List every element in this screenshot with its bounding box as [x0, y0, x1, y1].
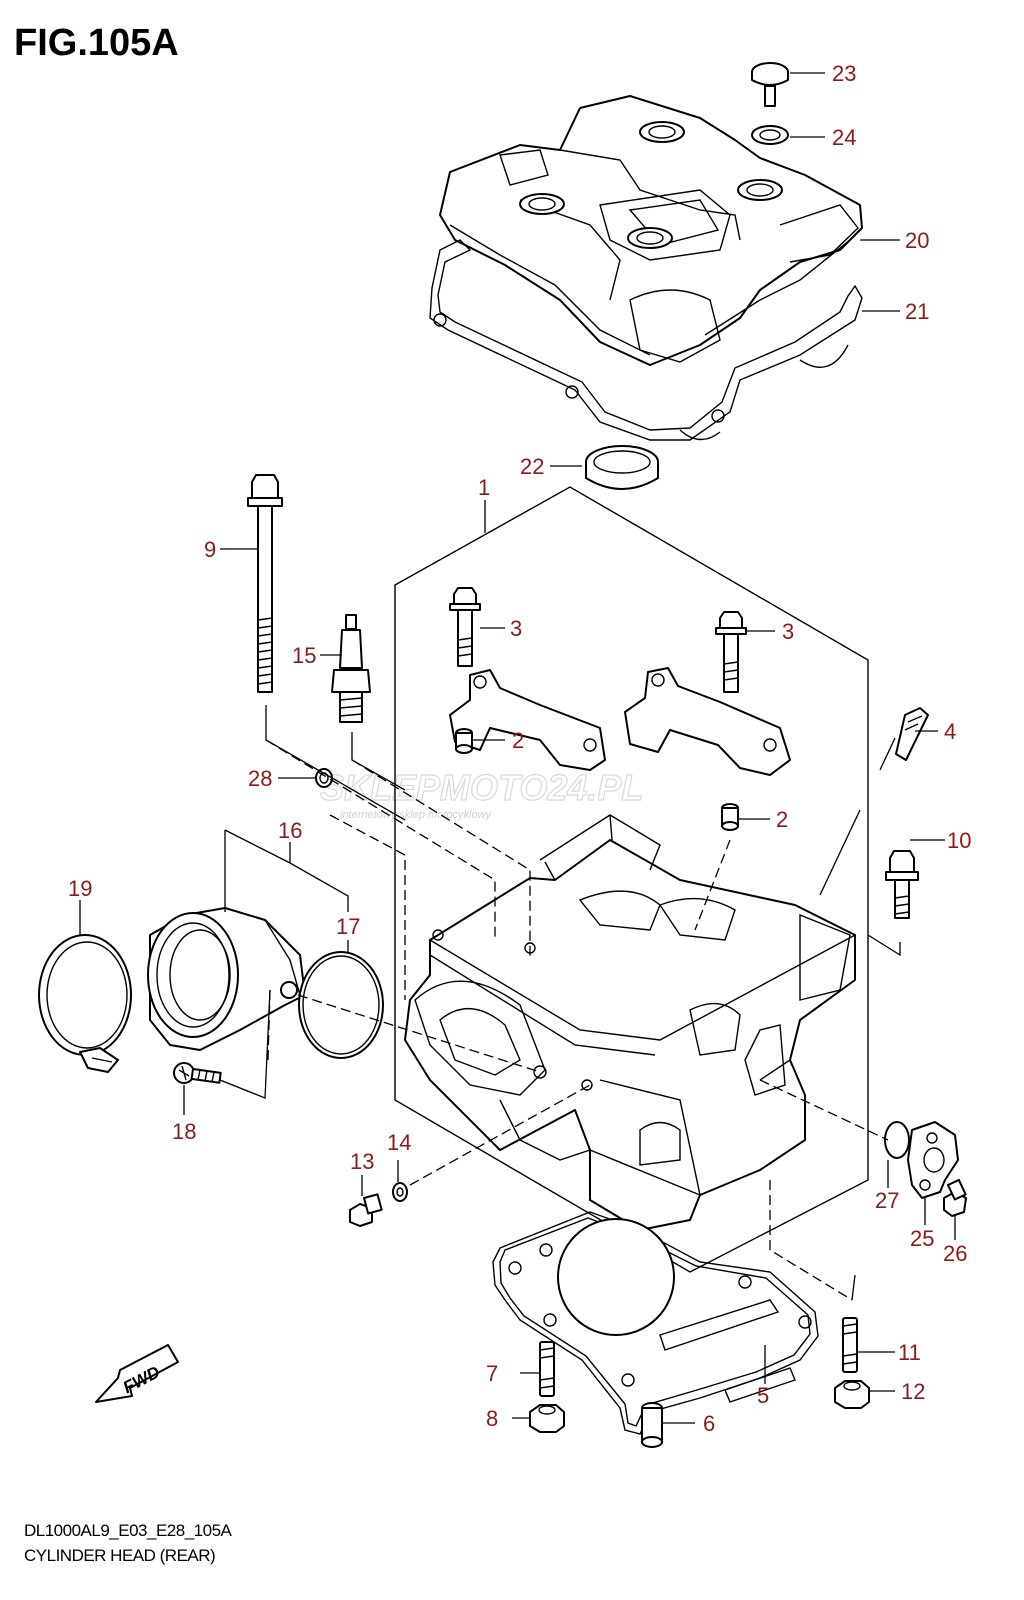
watermark-text: SKLEPMOTO24.PL	[320, 767, 643, 808]
figure-subtitle: CYLINDER HEAD (REAR)	[24, 1546, 216, 1565]
o-ring-17	[298, 951, 384, 1059]
callout-23: 23	[832, 61, 856, 86]
cam-cap-bolt-3b	[715, 611, 747, 693]
callout-22: 22	[520, 454, 544, 479]
washer-14	[392, 1182, 408, 1202]
alignment-lines	[265, 739, 889, 1301]
callout-11: 11	[898, 1340, 921, 1365]
callout-labels: 23 24 20 21 22 1 9 3 3 15 4 2 2 28 16 10…	[68, 61, 971, 1436]
cylinder-head-body	[404, 814, 856, 1231]
spark-plug-15	[331, 614, 371, 723]
callout-24: 24	[832, 125, 856, 150]
hose-clamp-19	[38, 934, 132, 1073]
callout-6: 6	[703, 1411, 715, 1436]
model-code: DL1000AL9_E03_E28_105A	[24, 1521, 232, 1540]
spark-plug-seal-22	[585, 445, 659, 490]
camshaft-cap-left	[449, 669, 606, 771]
callout-1: 1	[478, 475, 490, 500]
callout-28: 28	[248, 766, 272, 791]
o-ring-27	[884, 1121, 910, 1159]
callout-13: 13	[350, 1149, 374, 1174]
callout-14: 14	[387, 1130, 411, 1155]
head-bolt-10	[885, 850, 919, 919]
gasket-hole-icon	[711, 409, 725, 423]
figure-title: FIG.105A	[14, 22, 179, 64]
cam-end-cap	[799, 344, 849, 368]
callout-27: 27	[875, 1188, 899, 1213]
screw-18	[173, 1062, 222, 1084]
cylinder-head-gasket-5	[492, 1211, 819, 1435]
callout-4: 4	[944, 719, 956, 744]
dowel-pin-6	[641, 1402, 663, 1448]
callout-15: 15	[292, 643, 316, 668]
stud-bolt-7	[539, 1341, 555, 1397]
nut-12	[834, 1380, 870, 1409]
callout-17: 17	[336, 914, 360, 939]
stud-bolt-11	[842, 1317, 858, 1373]
callout-5: 5	[757, 1383, 769, 1408]
cover-bolt-23	[751, 62, 789, 107]
gasket-hole-icon	[433, 313, 447, 327]
cam-end-cap	[679, 429, 721, 441]
callout-20: 20	[905, 228, 929, 253]
sealing-washer-24	[751, 125, 789, 145]
nut-8	[529, 1404, 565, 1433]
callout-2b: 2	[776, 807, 788, 832]
callout-3b: 3	[782, 619, 794, 644]
bolt-26	[943, 1178, 967, 1217]
intake-pipe-16	[147, 907, 306, 1051]
dowel-pin-2a	[455, 728, 473, 754]
gasket-hole-icon	[565, 385, 579, 399]
cover-gasket	[429, 239, 863, 441]
cylinder-head-cover	[439, 95, 863, 366]
cam-cap-bolt-3a	[449, 587, 481, 667]
cylinder-head-group-outline	[394, 486, 869, 1273]
callout-3a: 3	[510, 616, 522, 641]
callout-16: 16	[278, 818, 302, 843]
leader-lines	[79, 72, 956, 1424]
forward-arrow-icon: FWD	[95, 1344, 179, 1403]
long-bolt-9	[247, 474, 283, 693]
callout-12: 12	[901, 1379, 925, 1404]
callout-18: 18	[172, 1119, 196, 1144]
callout-26: 26	[943, 1241, 967, 1266]
callout-7: 7	[486, 1361, 498, 1386]
callout-2a: 2	[512, 728, 524, 753]
bolt-13	[349, 1193, 383, 1227]
callout-9: 9	[204, 537, 216, 562]
o-ring-17-inner	[302, 955, 380, 1055]
callout-19: 19	[68, 876, 92, 901]
stud-pin-4	[895, 707, 929, 761]
camshaft-cap-right	[624, 667, 791, 776]
cover-flange-25	[907, 1121, 959, 1199]
callout-8: 8	[486, 1406, 498, 1431]
callout-10: 10	[947, 828, 971, 853]
callout-25: 25	[910, 1226, 934, 1251]
watermark-subtext: internetowy sklep motocyklowy	[340, 809, 493, 821]
callout-21: 21	[905, 299, 929, 324]
dowel-pin-2b	[721, 803, 739, 831]
